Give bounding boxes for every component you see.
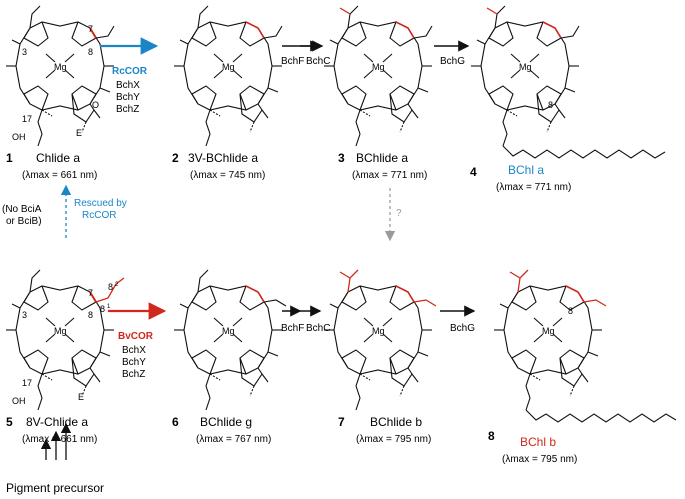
mg-label: Mg [519, 62, 532, 72]
enzyme-bchg-top: BchG [440, 56, 465, 67]
compound-name: BChl b [520, 435, 556, 449]
caption-8: 8 BChl b (λmax = 795 nm) [488, 429, 577, 465]
caption-3: 3 BChlide a (λmax = 771 nm) [338, 151, 427, 181]
compound-name: BChlide b [370, 415, 422, 429]
caption-6: 6 BChlide g (λmax = 767 nm) [172, 415, 271, 445]
mg-label: Mg [372, 62, 385, 72]
enzyme-bchc-bottom: BchC [306, 323, 330, 334]
enzymes-top-step1: RcCOR BchX BchY BchZ [112, 66, 148, 115]
enzyme-bchf-top: BchF [281, 56, 304, 67]
compound-lambda: (λmax = 661 nm) [22, 434, 97, 445]
enzyme-bchc-top: BchC [306, 56, 330, 67]
rescued-line2: RcCOR [82, 210, 116, 221]
atom-labels: Mg Mg Mg Mg Mg Mg Mg Mg 3 7 8 17 OH O E … [12, 24, 573, 406]
enzyme-bchz: BchZ [122, 369, 145, 380]
position-8-label: 8 [88, 310, 93, 320]
mg-label: Mg [372, 326, 385, 336]
compound-number: 1 [6, 151, 13, 165]
mg-label: Mg [542, 326, 555, 336]
compound-number: 5 [6, 415, 13, 429]
caption-4: 4 BChl a (λmax = 771 nm) [470, 163, 571, 193]
compound-name: BChlide a [356, 151, 408, 165]
position-8-2-label: 8 [108, 282, 113, 292]
rescued-line1: Rescued by [74, 198, 127, 209]
compound-lambda: (λmax = 771 nm) [352, 170, 427, 181]
position-7-label: 7 [88, 288, 93, 298]
compound-lambda: (λmax = 771 nm) [496, 182, 571, 193]
caption-2: 2 3V-BChlide a (λmax = 745 nm) [172, 151, 265, 181]
compound-1-structure [5, 5, 115, 147]
enzyme-bchx: BchX [116, 80, 140, 91]
position-8-label: 8 [88, 47, 93, 57]
carboxyl-oh: OH [12, 132, 26, 142]
mg-label: Mg [222, 326, 235, 336]
enzyme-bchz: BchZ [116, 104, 139, 115]
carboxyl-oh: OH [12, 396, 26, 406]
compound-3-structure [323, 5, 433, 147]
compound-name: Chlide a [36, 151, 80, 165]
compound-name: 3V-BChlide a [188, 151, 258, 165]
ester-e: E [78, 392, 84, 402]
superscript-2: 2 [115, 282, 119, 288]
ester-e: E [76, 128, 82, 138]
compound-7-structure [323, 269, 437, 411]
compound-name: BChl a [508, 163, 544, 177]
question-mark: ? [396, 208, 402, 219]
compound-name: BChlide g [200, 415, 252, 429]
compound-number: 6 [172, 415, 179, 429]
compound-number: 2 [172, 151, 179, 165]
position-8-1-label: 8 [100, 304, 105, 314]
compound-lambda: (λmax = 795 nm) [502, 454, 577, 465]
mg-label: Mg [54, 326, 67, 336]
pigment-precursor-label: Pigment precursor [6, 481, 104, 495]
compound-number: 8 [488, 429, 495, 443]
enzyme-bvcor: BvCOR [118, 331, 154, 342]
enzyme-bchg-bottom: BchG [450, 323, 475, 334]
compound-8-structure [493, 269, 677, 423]
position-3-label: 3 [22, 310, 27, 320]
no-bci-line2: or BciB) [6, 216, 42, 227]
enzyme-bchx: BchX [122, 345, 146, 356]
caption-1: 1 Chlide a (λmax = 661 nm) [6, 151, 97, 181]
position-3-label: 3 [22, 47, 27, 57]
compound-name: 8V-Chlide a [26, 415, 88, 429]
mg-label: Mg [222, 62, 235, 72]
enzyme-bchf-bottom: BchF [281, 323, 304, 334]
compound-lambda: (λmax = 795 nm) [356, 434, 431, 445]
position-8-label: 8 [568, 306, 573, 316]
compound-number: 7 [338, 415, 345, 429]
compound-number: 4 [470, 165, 477, 179]
compound-6-structure [173, 269, 287, 411]
compound-number: 3 [338, 151, 345, 165]
enzymes-bottom-step1: BvCOR BchX BchY BchZ [118, 331, 154, 380]
ketone-o: O [92, 100, 99, 110]
position-17-label: 17 [22, 114, 32, 124]
compound-2-structure [173, 5, 283, 147]
mg-label: Mg [54, 62, 67, 72]
enzyme-bchy: BchY [116, 92, 140, 103]
compound-5-structure [5, 269, 125, 411]
compound-lambda: (λmax = 767 nm) [196, 434, 271, 445]
no-bci-line1: (No BciA [2, 204, 42, 215]
caption-7: 7 BChlide b (λmax = 795 nm) [338, 415, 431, 445]
position-17-label: 17 [22, 378, 32, 388]
enzyme-bchy: BchY [122, 357, 146, 368]
caption-5: 5 8V-Chlide a (λmax = 661 nm) [6, 415, 97, 445]
compound-lambda: (λmax = 745 nm) [190, 170, 265, 181]
enzyme-rccor: RcCOR [112, 66, 148, 77]
position-8-label: 8 [548, 100, 553, 110]
position-7-label: 7 [88, 24, 93, 34]
compound-lambda: (λmax = 661 nm) [22, 170, 97, 181]
compound-4-structure [470, 5, 666, 159]
superscript-1: 1 [107, 304, 111, 310]
